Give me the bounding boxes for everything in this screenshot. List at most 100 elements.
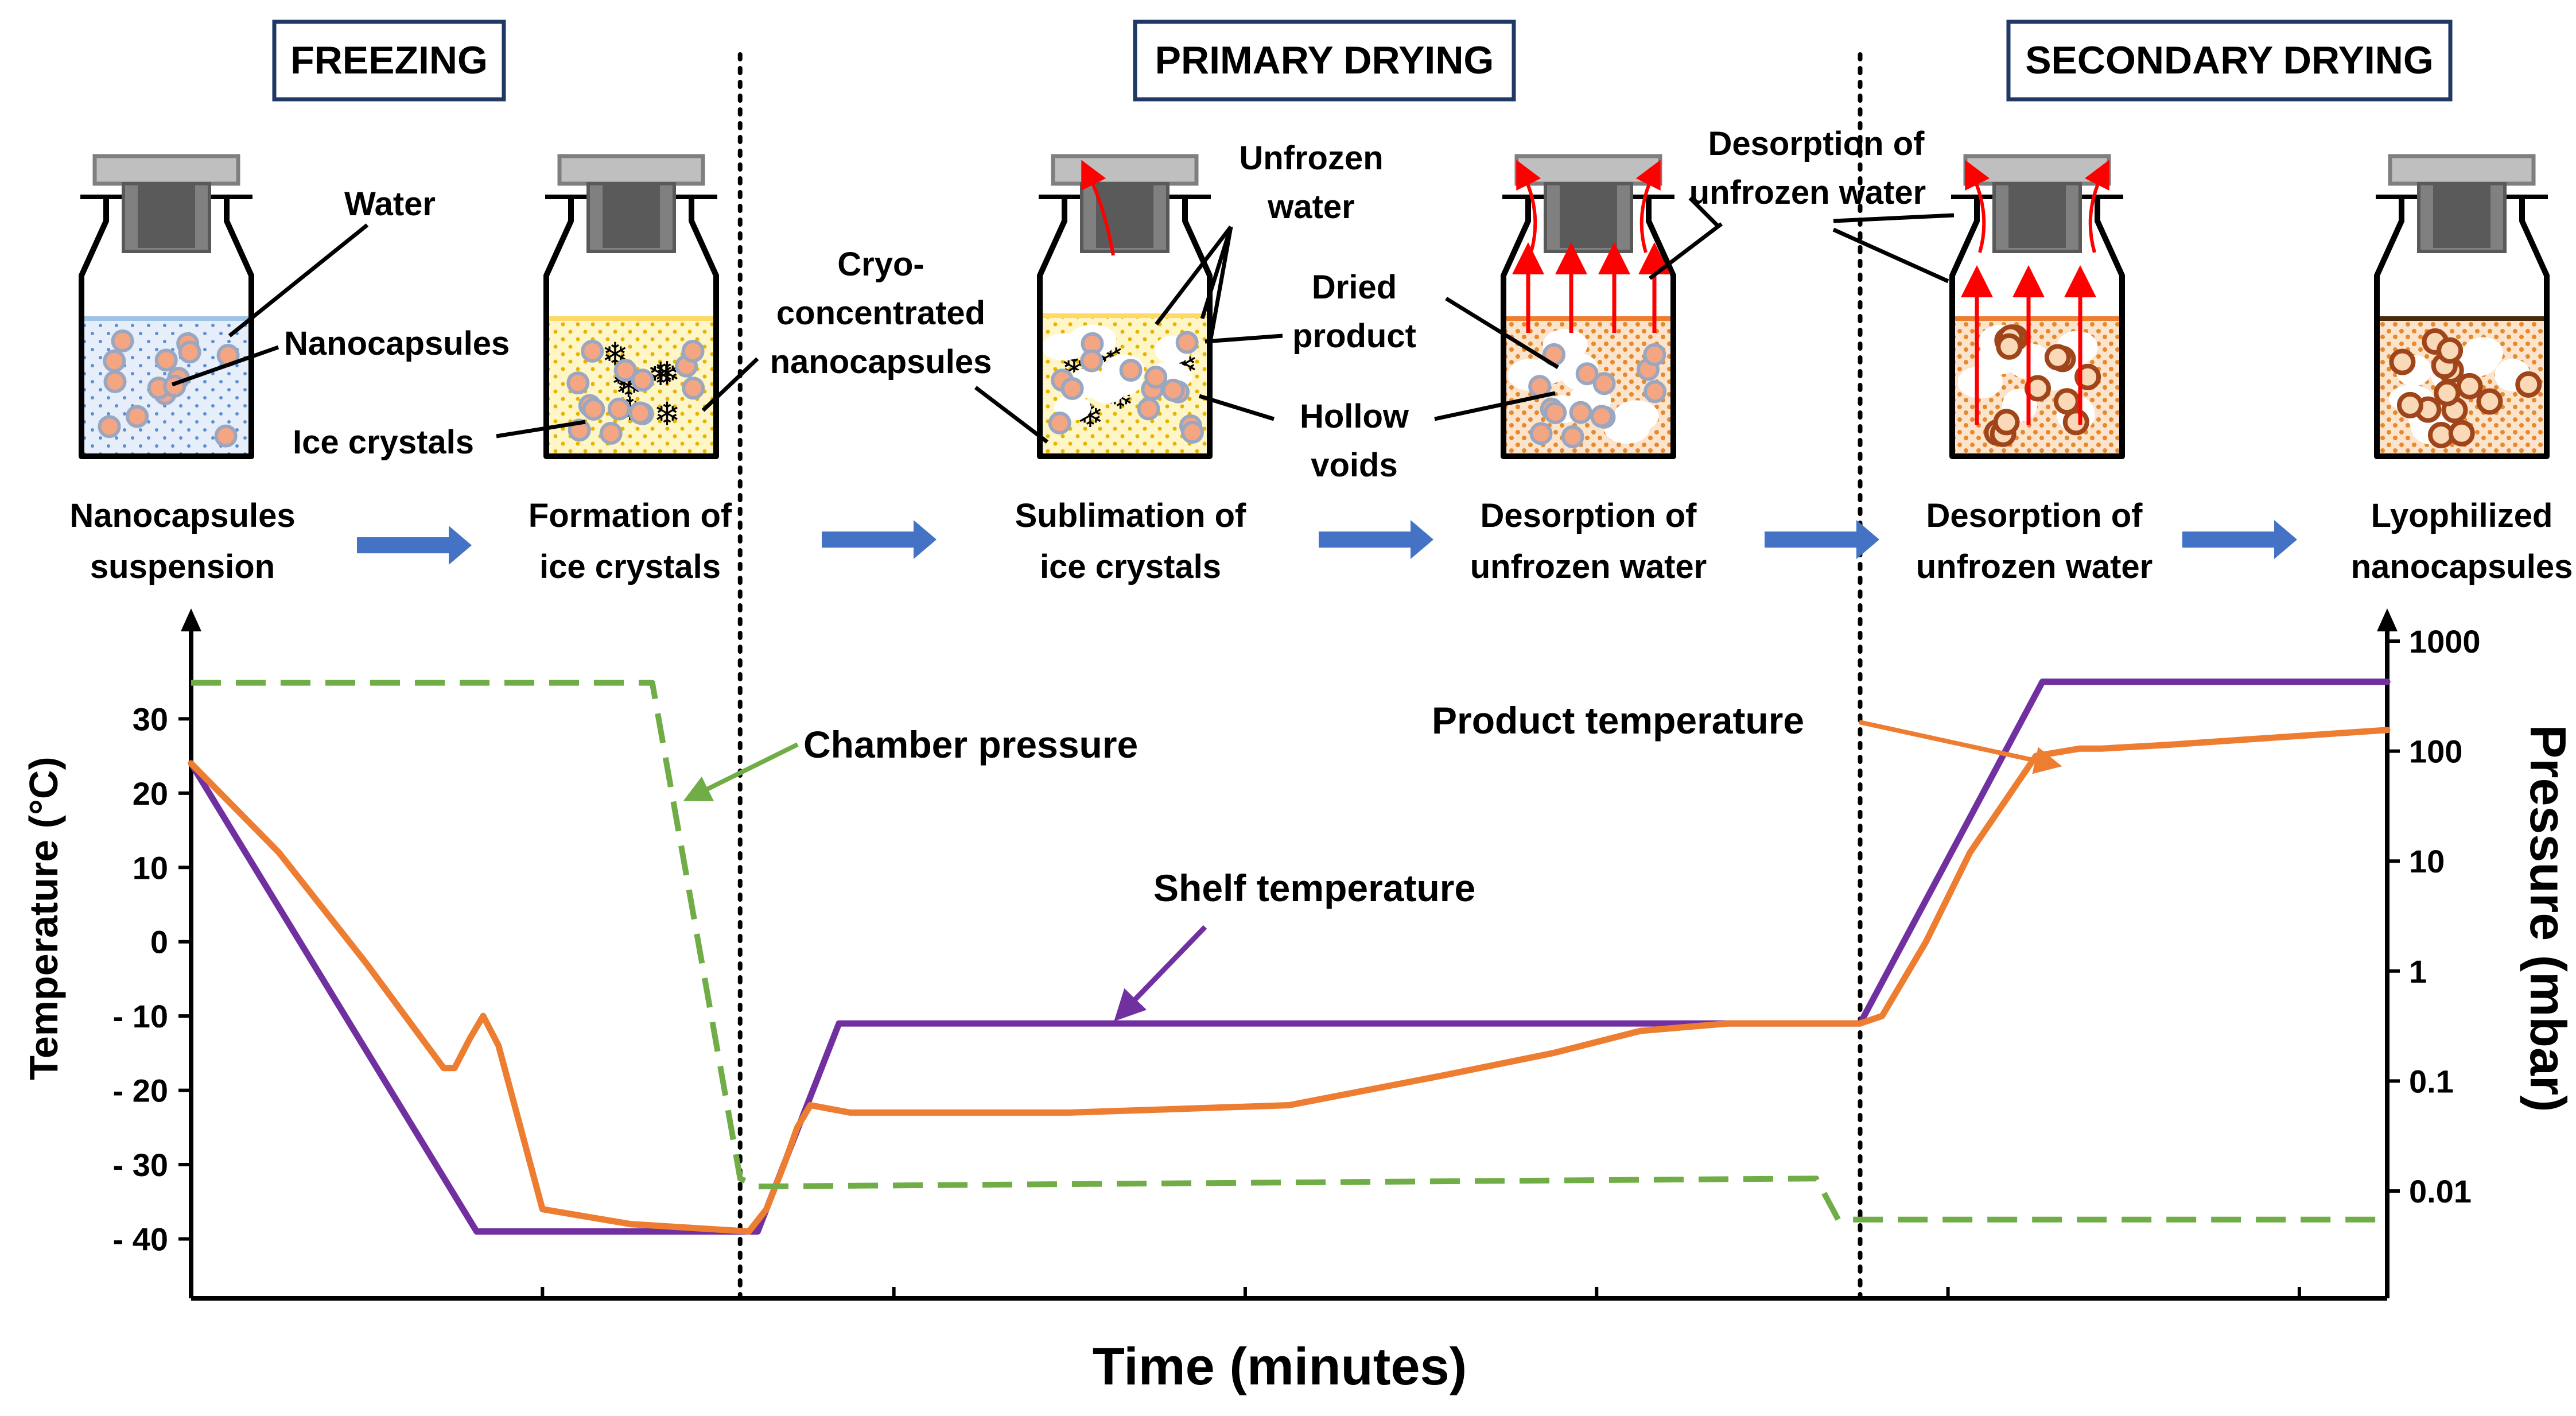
process-arrow-1 (357, 526, 472, 565)
nanocapsule (1575, 362, 1599, 386)
vial-outline (79, 195, 254, 459)
vial-outline (1501, 195, 1676, 459)
annotation-product-temperature-arrow (1859, 720, 2062, 774)
vial-outline (2374, 195, 2550, 459)
y-right-tick-label: 100 (2409, 734, 2462, 770)
nanocapsule (1175, 331, 1199, 354)
label-nanocapsules: Nanocapsules (284, 325, 510, 362)
nanocapsule (1137, 397, 1160, 421)
y-left-tick-label: 10 (133, 849, 168, 886)
nanocapsule (582, 398, 605, 421)
y-axis-label-left: Temperature (°C) (21, 757, 66, 1080)
vial-stopper-core (603, 185, 660, 248)
vapor-arrow (1965, 160, 1990, 253)
y-axis-left-arrowhead (181, 608, 201, 631)
vial-outline (1949, 195, 2125, 459)
nanocapsule (1048, 411, 1071, 435)
label-unfrozen-line1: Unfrozen (1239, 139, 1383, 177)
y-left-tick-label: 0 (150, 924, 168, 960)
label-ice-crystals: Ice crystals (293, 424, 474, 461)
y-axis-right-arrowhead (2377, 608, 2398, 631)
nanocapsule (681, 339, 705, 363)
nanocapsule (126, 405, 149, 428)
step-labels: Nanocapsules suspension Formation of ice… (69, 497, 2573, 585)
nanocapsule (1643, 380, 1667, 404)
phase-label: PRIMARY DRYING (1155, 38, 1494, 82)
vial-annotations: Water Nanocapsules Ice crystals Cryo- co… (171, 125, 1955, 484)
nanocapsule (1060, 377, 1084, 400)
phase-label: SECONDARY DRYING (2025, 38, 2434, 82)
label-cryo-line1: Cryo- (837, 246, 924, 283)
process-arrow-4 (1765, 520, 1879, 559)
y-left-tick-label: 30 (133, 701, 168, 737)
step-label: suspension (90, 548, 275, 585)
y-left-tick-label: - 30 (113, 1147, 169, 1183)
vial-outline (1037, 195, 1213, 459)
nanocapsule (682, 377, 705, 400)
nanocapsule (631, 368, 654, 392)
label-water: Water (344, 185, 436, 223)
y-left-tick-label: - 10 (113, 998, 169, 1034)
annotation-shelf-temperature-arrow (1114, 925, 1207, 1022)
nanocapsule (214, 424, 238, 448)
vial-illustrations: ❄❄❄❄❄❄❄❄❄❄❄❄❄❄ (79, 154, 2550, 459)
phase-box-freezing: FREEZING (272, 20, 506, 102)
nanocapsule (1180, 421, 1204, 444)
step-label: Nanocapsules (69, 497, 295, 534)
nanocapsule (2389, 348, 2416, 375)
series-chamber-pressure (191, 680, 2387, 1223)
phase-box-primary-drying: PRIMARY DRYING (1133, 20, 1516, 102)
label-cryo-line3: nanocapsules (770, 343, 992, 381)
nanocapsule (154, 348, 178, 372)
nanocapsule (628, 401, 652, 425)
step-label: nanocapsules (2351, 548, 2573, 585)
vial-cap (2388, 154, 2536, 186)
nanocapsule (1993, 409, 2020, 436)
nanocapsule (1643, 343, 1666, 366)
nanocapsule (178, 340, 201, 364)
label-unfrozen-line2: water (1267, 188, 1355, 226)
hollow-void (1604, 412, 1650, 444)
vial-stopper-core (2008, 185, 2066, 248)
nanocapsule (2434, 379, 2461, 406)
nanocapsule (1561, 425, 1584, 448)
process-arrow-2 (822, 520, 937, 559)
step-label: ice crystals (1040, 548, 1221, 585)
hollow-void (1042, 333, 1087, 360)
chart-annotations: Chamber pressure Shelf temperature Produ… (683, 699, 2062, 1022)
hollow-void (1957, 366, 2003, 398)
annotation-shelf-temperature: Shelf temperature (1153, 867, 1475, 909)
vial-stopper-core (1560, 185, 1617, 248)
annotation-chamber-pressure: Chamber pressure (803, 723, 1138, 766)
nanocapsule (1161, 378, 1185, 402)
y-left-tick-label: - 20 (113, 1073, 169, 1109)
phase-label: FREEZING (290, 38, 488, 82)
nanocapsule (1996, 333, 2023, 360)
nanocapsule (607, 397, 631, 421)
label-desorption-callout-line1: Desorption of (1708, 125, 1925, 162)
nanocapsule (1569, 401, 1592, 424)
vial-cap (1051, 154, 1199, 186)
vial (1501, 154, 1676, 459)
series-product-temperature (188, 727, 2391, 1235)
phase-box-secondary-drying: SECONDARY DRYING (2006, 20, 2453, 102)
nanocapsule (2456, 373, 2483, 399)
step-label: Desorption of (1926, 497, 2143, 534)
step-label: unfrozen water (1470, 548, 1707, 585)
label-hollow-line1: Hollow (1300, 398, 1409, 435)
label-dried-line1: Dried (1312, 269, 1397, 306)
nanocapsule (1529, 422, 1553, 445)
process-arrow-5 (2182, 520, 2297, 559)
y-right-tick-label: 1000 (2409, 623, 2481, 659)
nanocapsule (2074, 363, 2101, 390)
nanocapsule (98, 415, 121, 439)
nanocapsule (2476, 388, 2503, 415)
vial-cap (92, 154, 240, 186)
ice-crystal-icon: ❄ (654, 396, 681, 432)
y-right-tick-label: 1 (2409, 953, 2427, 990)
vial-stopper-core (2433, 185, 2490, 248)
vial-cap (557, 154, 705, 186)
step-label: Lyophilized (2371, 497, 2553, 534)
y-left-tick-label: 20 (133, 775, 168, 812)
